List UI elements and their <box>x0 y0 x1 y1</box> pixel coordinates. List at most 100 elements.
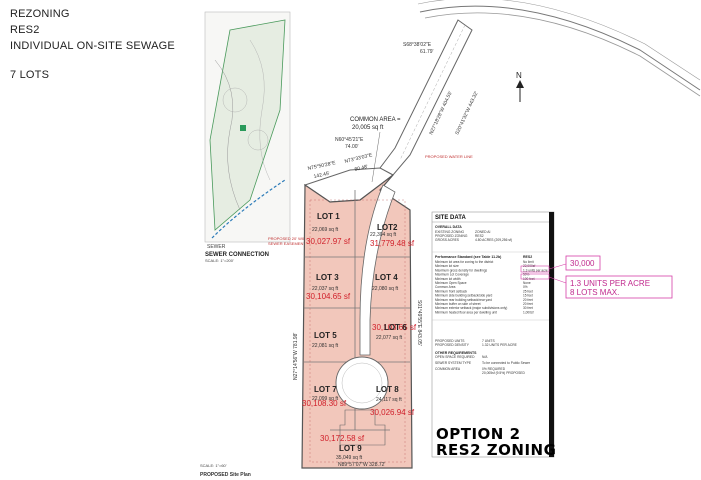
site-data-row-value: 0% <box>523 285 528 289</box>
site-data-row-key: Minimum heated floor area per dwelling u… <box>435 310 497 314</box>
lot-7-sf: 30,108.30 sf <box>302 399 347 408</box>
site-data-proposed: PROPOSED ZONING <box>435 234 468 238</box>
bearing-west-2: N73°33'03"E <box>344 152 374 165</box>
cul-de-sac-inner <box>341 362 383 404</box>
site-data-row-value: 1,000sf <box>523 310 534 314</box>
callout-min-lot-box <box>565 255 601 271</box>
waterline-note: PROPOSED WATER LINE <box>425 154 473 159</box>
site-data-perf-col: RES2 <box>523 255 532 259</box>
lot-9-sqft: 35,049 sq ft <box>336 455 363 461</box>
sewer-scale-mini: SEWER <box>207 244 226 250</box>
sewer-title: SEWER CONNECTION <box>205 252 269 258</box>
common-area-label: COMMON AREA = <box>350 117 401 123</box>
bearing-west-long: N27°14'56"W 781.98' <box>293 333 299 380</box>
site-data-row-key: Maximum Lot Coverage <box>435 273 469 277</box>
lot-5: LOT 5 22,081 sq ft <box>312 331 339 349</box>
title-sewage: INDIVIDUAL ON-SITE SEWAGE <box>10 40 175 52</box>
site-data-row-key: Minimum rear building setback/rear yard <box>435 298 492 302</box>
site-data-row-key: Minimum front setback <box>435 289 467 293</box>
site-data-row-value: 50% <box>523 273 530 277</box>
bearing-bottom: N89°57'07"W 328.72' <box>338 462 385 468</box>
street-arc <box>419 5 701 91</box>
site-data-units: PROPOSED UNITS <box>435 339 465 343</box>
site-data-panel <box>431 211 555 458</box>
street-arc-inner <box>424 12 701 97</box>
lot-8-sf: 30,026.94 sf <box>370 408 415 417</box>
site-data-row-key: Minimum lot area for zoning to the distr… <box>435 260 493 264</box>
lot-4: LOT 4 22,080 sq ft <box>372 273 399 292</box>
site-data-open: OPEN SPACE REQUIRED <box>435 355 475 359</box>
sewer-note-2: SEWER EASEMENT <box>268 241 306 246</box>
lot-4-name: LOT 4 <box>375 273 398 282</box>
building-footprint <box>339 409 386 446</box>
lot-3-sqft: 22,037 sq ft <box>312 286 339 292</box>
site-data-existing: EXISTING ZONING <box>435 230 465 234</box>
site-data-row-value: 25 feet <box>523 289 533 293</box>
bearing-east-long: S01°49'55"E 843.05' <box>416 300 422 346</box>
lot-6: 30,103.65 sf LOT 6 22,077 sq ft <box>372 323 417 341</box>
site-data-sewer: SEWER SYSTEM TYPE <box>435 361 472 365</box>
site-data-proposed-v: RES2 <box>475 234 484 238</box>
site-data-gross-v: 4.80 ACRES (209,256 sf) <box>475 238 512 242</box>
title-res2: RES2 <box>10 24 40 36</box>
lot-6-sf: 30,103.65 sf <box>372 323 417 332</box>
site-data-row-value: 20 feet <box>523 302 533 306</box>
site-data-row-value: No limit <box>523 260 534 264</box>
site-data-row-key: Minimum Open Space <box>435 281 467 285</box>
callout-highlight-density <box>520 273 550 280</box>
site-data-common-v: 0% REQUIRED <box>482 367 506 371</box>
bearing-west-1: N75°50'28"E <box>307 160 337 172</box>
site-data-existing-v: ZONED AI <box>475 230 490 234</box>
site-data-row-key: Minimum lot size <box>435 264 459 268</box>
lot-9-sf: 30,172.58 sf <box>320 434 365 443</box>
bearing-access-right: S20°41'32"W 443.32' <box>454 91 479 136</box>
bearing-west-2-dist: 80.48' <box>354 164 369 173</box>
lot-2-sf: 31,779.48 sf <box>370 239 415 248</box>
site-data-row-key: Minimum side building setback/side yard <box>435 294 492 298</box>
callout-density-box <box>565 275 673 299</box>
site-data-rows: Minimum lot area for zoning to the distr… <box>435 260 548 314</box>
lot-4-sqft: 22,080 sq ft <box>372 286 399 292</box>
cul-de-sac <box>335 356 389 410</box>
lot-1-name: LOT 1 <box>317 212 340 221</box>
sewer-note-1: PROPOSED 20' WIDE <box>268 236 309 241</box>
site-data-row-value: 30 feet <box>523 306 533 310</box>
interior-road <box>359 184 396 356</box>
lot-2: LOT2 22,304 sq ft 31,779.48 sf <box>370 223 415 248</box>
lot-7: LOT 7 22,099 sq ft 30,108.30 sf <box>302 385 347 408</box>
lot-3-name: LOT 3 <box>316 273 339 282</box>
lot-7-name: LOT 7 <box>314 385 337 394</box>
site-data-gross: GROSS ACRES <box>435 238 460 242</box>
sewer-scale: SCALE: 1"=200' <box>205 258 234 263</box>
callout-density-2: 8 LOTS MAX. <box>570 288 619 297</box>
lot-3: LOT 3 22,037 sq ft 30,104.65 sf <box>306 273 351 301</box>
title-lot-count: 7 LOTS <box>10 69 50 81</box>
lot-5-sqft: 22,081 sq ft <box>312 343 339 349</box>
sewer-inset-map <box>204 11 291 243</box>
lot-8-sqft: 24,117 sq ft <box>376 397 402 403</box>
site-data-row-value: 1.3 units per acre <box>523 268 548 272</box>
site-data-open-v: N/A <box>482 355 488 359</box>
lot-7-sqft: 22,099 sq ft <box>312 396 339 402</box>
bearing-west-1-dist: 142.45' <box>313 171 330 180</box>
lot-5-name: LOT 5 <box>314 331 337 340</box>
lot-2-name: LOT2 <box>377 223 398 232</box>
lot-1-sf: 30,027.97 sf <box>306 237 351 246</box>
street-arc-outer <box>417 0 701 81</box>
site-data-row-value: None <box>523 281 531 285</box>
bearing-top-right: S68°38'02"E <box>403 42 432 48</box>
title-rezoning: REZONING <box>10 8 70 20</box>
footer-scale: SCALE: 1"=60' <box>200 463 227 468</box>
callout-density-1: 1.3 UNITS PER ACRE <box>570 279 650 288</box>
site-data-units-v: 7 UNITS <box>482 339 495 343</box>
site-data-row-value: 15 feet <box>523 294 533 298</box>
common-area-value: 20,005 sq ft <box>352 125 384 131</box>
site-data-perf-title: Performance Standard (see Table 11.2b) <box>435 255 501 259</box>
lot-1-sqft: 22,069 sq ft <box>312 227 339 233</box>
lot-6-name: LOT 6 <box>384 323 407 332</box>
site-data-density: PROPOSED DENSITY <box>435 343 470 347</box>
callout-min-lot: 30,000 <box>570 259 595 268</box>
site-data-other: OTHER REQUIREMENTS <box>435 351 477 355</box>
site-data-row-key: Minimum exterior setback (major subdivis… <box>435 306 507 310</box>
bearing-top-right-dist: 61.79' <box>420 49 434 55</box>
